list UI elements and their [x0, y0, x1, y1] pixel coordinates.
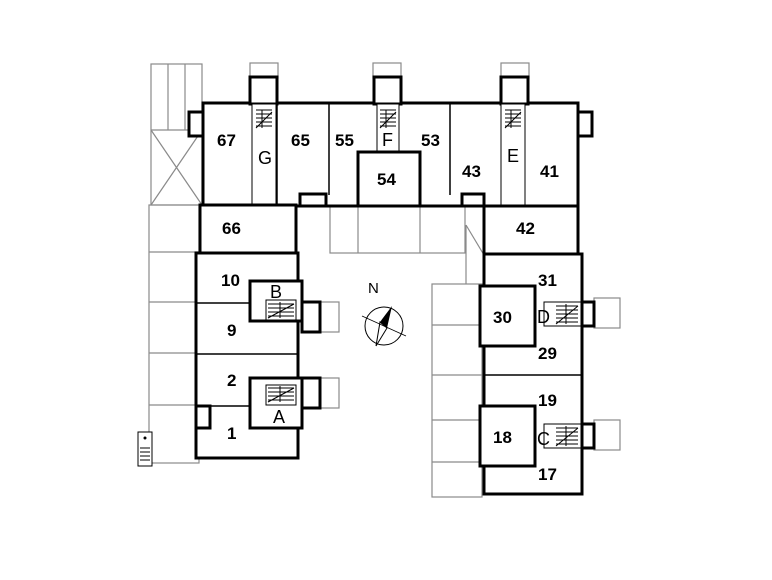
unit-42: 42	[516, 219, 535, 238]
unit-1: 1	[227, 424, 236, 443]
unit-67: 67	[217, 131, 236, 150]
stair-labels: G F E B A D C	[258, 130, 550, 449]
unit-54: 54	[377, 170, 396, 189]
unit-66: 66	[222, 219, 241, 238]
top-wing	[187, 75, 594, 208]
unit-29: 29	[538, 344, 557, 363]
stair-flights	[255, 109, 579, 447]
unit-30: 30	[493, 308, 512, 327]
stair-d: D	[537, 307, 550, 327]
unit-41: 41	[540, 162, 559, 181]
stair-f: F	[382, 130, 393, 150]
unit-2: 2	[227, 371, 236, 390]
unit-55: 55	[335, 131, 354, 150]
bottom-left-stair	[137, 431, 153, 467]
stair-g: G	[258, 148, 272, 168]
compass-rose: N	[361, 280, 407, 347]
unit-9: 9	[227, 321, 236, 340]
unit-19: 19	[538, 391, 557, 410]
unit-18: 18	[493, 428, 512, 447]
unit-43: 43	[462, 162, 481, 181]
stair-b: B	[270, 282, 282, 302]
north-label: N	[368, 280, 379, 297]
unit-65: 65	[291, 131, 310, 150]
unit-53: 53	[421, 131, 440, 150]
unit-10: 10	[221, 271, 240, 290]
stair-c: C	[537, 429, 550, 449]
unit-labels: 67 65 55 53 54 43 41 66 42 10 9 2 1 31 3…	[217, 131, 559, 484]
unit-17: 17	[538, 465, 557, 484]
stair-e: E	[507, 146, 519, 166]
unit-31: 31	[538, 271, 557, 290]
stair-a: A	[273, 407, 285, 427]
left-wing	[194, 203, 322, 460]
